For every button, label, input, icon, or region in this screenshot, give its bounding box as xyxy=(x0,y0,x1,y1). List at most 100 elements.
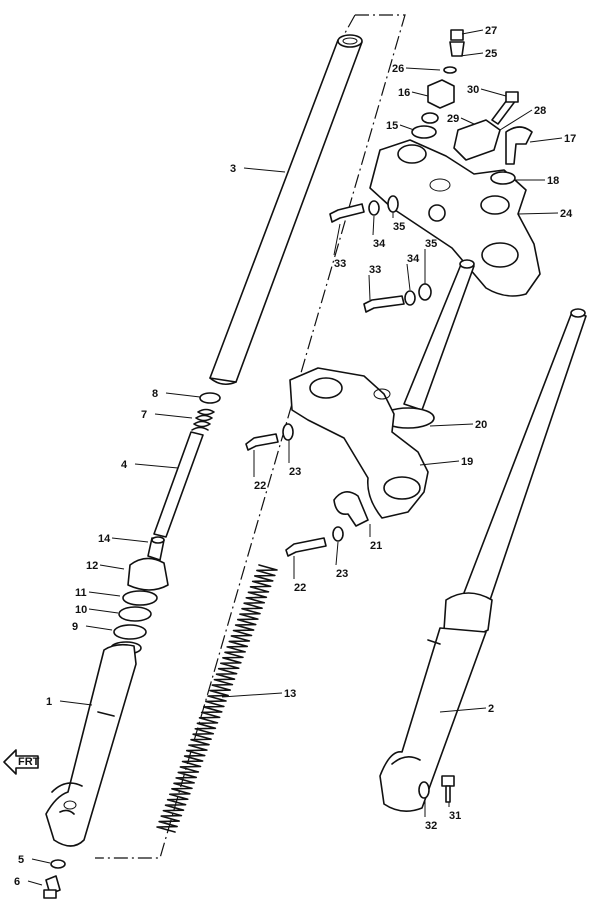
callout-label-6: 6 xyxy=(14,876,20,888)
callout-label-34b: 34 xyxy=(407,253,420,265)
lower-clamp-bolt-b xyxy=(285,526,344,557)
leader-line-28 xyxy=(499,109,533,131)
callout-label-17: 17 xyxy=(564,133,576,145)
lower-clamp-bolt-a xyxy=(245,423,294,451)
leader-line-7 xyxy=(154,413,193,419)
callout-label-28: 28 xyxy=(534,105,546,117)
callout-label-9: 9 xyxy=(72,621,78,633)
callout-label-31: 31 xyxy=(449,810,461,822)
callout-label-27: 27 xyxy=(485,25,497,37)
leader-line-23b xyxy=(335,541,339,566)
callout-label-34a: 34 xyxy=(373,238,386,250)
axle-bolt xyxy=(441,775,455,803)
leader-line-11 xyxy=(88,591,121,597)
callout-label-1: 1 xyxy=(46,696,52,708)
callout-label-3: 3 xyxy=(230,163,236,175)
callout-label-30: 30 xyxy=(467,84,479,96)
leader-line-15 xyxy=(399,124,415,131)
inner-fork-tube xyxy=(209,34,363,386)
callout-label-16: 16 xyxy=(398,87,410,99)
stem-seal-ring xyxy=(411,125,437,139)
axle-washer xyxy=(418,781,430,799)
callout-label-4: 4 xyxy=(121,459,128,471)
rod-tip xyxy=(147,536,165,561)
handlebar-holder xyxy=(490,126,533,185)
callout-label-23b: 23 xyxy=(336,568,348,580)
callout-label-35a: 35 xyxy=(393,221,405,233)
front-marker-label: FRT xyxy=(18,756,40,768)
leader-line-24 xyxy=(517,212,559,215)
upper-clamp-bolt-a xyxy=(329,195,399,223)
damper-rod-spring xyxy=(191,408,215,431)
leader-line-19 xyxy=(419,460,460,466)
leader-line-27 xyxy=(461,29,484,35)
drain-bolt xyxy=(43,875,61,899)
leader-line-6 xyxy=(27,880,43,886)
callout-label-2: 2 xyxy=(488,703,494,715)
callout-label-20: 20 xyxy=(475,419,487,431)
front-arrow-icon: FRT xyxy=(3,749,40,775)
cable-guide xyxy=(333,491,369,527)
callout-label-18: 18 xyxy=(547,175,559,187)
leader-line-3 xyxy=(243,167,286,173)
leader-line-12 xyxy=(99,564,125,570)
fork-spring xyxy=(156,564,278,833)
leader-line-26 xyxy=(405,67,441,71)
leader-line-30 xyxy=(480,88,507,97)
upper-clamp-bolt-b xyxy=(363,283,432,313)
leader-line-14 xyxy=(111,537,149,543)
leader-line-25 xyxy=(459,52,484,57)
leader-line-1 xyxy=(59,700,93,706)
leader-line-4 xyxy=(134,463,179,469)
callout-label-32: 32 xyxy=(425,820,437,832)
callout-label-24: 24 xyxy=(560,208,573,220)
leader-line-33a xyxy=(333,223,341,256)
callout-label-33a: 33 xyxy=(334,258,346,270)
callout-label-5: 5 xyxy=(18,854,24,866)
callout-label-22b: 22 xyxy=(294,582,306,594)
leader-line-17 xyxy=(529,137,563,143)
leader-line-34b xyxy=(406,263,411,291)
callout-label-26: 26 xyxy=(392,63,404,75)
callout-label-33b: 33 xyxy=(369,264,381,276)
pinch-bolt xyxy=(491,91,519,125)
leader-line-13 xyxy=(221,692,283,698)
left-outer-slider xyxy=(45,643,137,847)
handlebar-clamp xyxy=(453,119,501,161)
callout-label-19: 19 xyxy=(461,456,473,468)
damper-rod xyxy=(153,431,204,538)
assembly-frame xyxy=(95,14,406,859)
callout-label-23a: 23 xyxy=(289,466,301,478)
callout-label-21: 21 xyxy=(370,540,382,552)
drain-washer xyxy=(50,859,66,869)
leader-line-8 xyxy=(165,392,201,398)
top-bolt xyxy=(443,29,465,74)
callout-label-7: 7 xyxy=(141,409,147,421)
leader-line-29 xyxy=(460,117,475,125)
seal-ring-stack xyxy=(110,557,169,655)
lower-bracket xyxy=(289,367,429,519)
leader-line-16 xyxy=(411,91,429,97)
callout-label-8: 8 xyxy=(152,388,158,400)
callout-label-35b: 35 xyxy=(425,238,437,250)
leader-line-5 xyxy=(31,858,51,864)
callout-label-29: 29 xyxy=(447,113,459,125)
steering-stem-nut xyxy=(421,79,455,124)
right-fork-leg xyxy=(379,308,587,812)
callout-label-14: 14 xyxy=(98,533,111,545)
leader-line-34a xyxy=(372,215,375,236)
callout-label-10: 10 xyxy=(75,604,87,616)
callout-label-22a: 22 xyxy=(254,480,266,492)
callout-label-15: 15 xyxy=(386,120,398,132)
leader-line-2 xyxy=(439,707,487,713)
callout-label-25: 25 xyxy=(485,48,497,60)
oil-seal-ring xyxy=(199,392,221,404)
callout-label-12: 12 xyxy=(86,560,98,572)
leader-line-10 xyxy=(88,608,119,614)
leader-line-33b xyxy=(368,274,371,301)
callout-label-11: 11 xyxy=(75,587,87,599)
callout-label-13: 13 xyxy=(284,688,296,700)
leader-line-20 xyxy=(429,423,474,427)
